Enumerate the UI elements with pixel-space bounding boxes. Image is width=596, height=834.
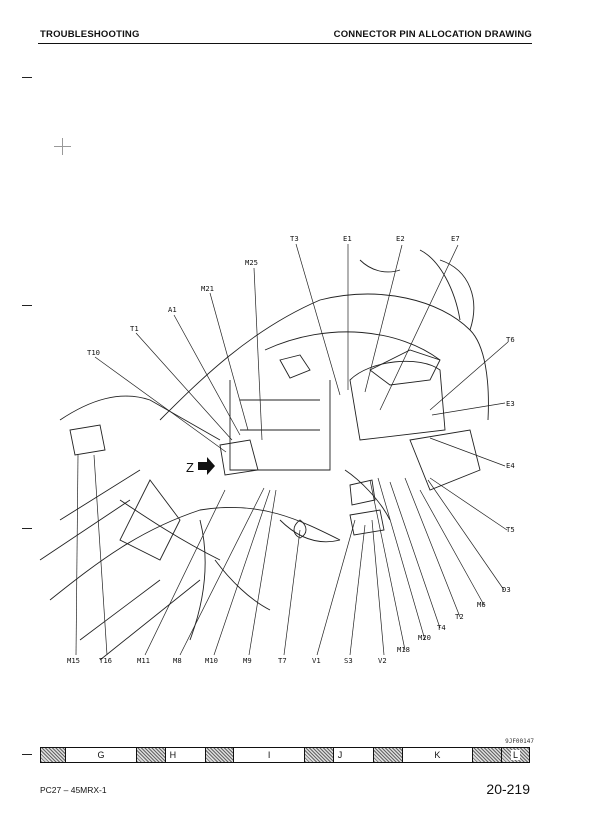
- margin-mark: [22, 528, 32, 529]
- view-arrow-icon: Z: [186, 457, 215, 475]
- connector-label: M15: [67, 656, 80, 665]
- connector-label: T3: [290, 234, 299, 243]
- connector-label: T7: [278, 656, 287, 665]
- grid-cell-hatched: [135, 748, 165, 762]
- registration-crosshair: [54, 138, 71, 155]
- grid-cell: G: [65, 748, 135, 762]
- connector-label: M21: [201, 284, 214, 293]
- connector-label: T1: [130, 324, 139, 333]
- grid-cell-hatched: [303, 748, 333, 762]
- margin-mark: [22, 77, 32, 78]
- connector-label: V1: [312, 656, 321, 665]
- model-number: PC27 – 45MRX-1: [40, 785, 107, 795]
- margin-mark: [22, 305, 32, 306]
- bottom-labels: M15 T16 M11 M8 M10 M9 T7 V1 S3 V2: [67, 656, 387, 665]
- connector-label: E3: [506, 399, 515, 408]
- connector-label: T10: [87, 348, 100, 357]
- grid-cell: K: [401, 748, 472, 762]
- connector-label: M6: [477, 600, 486, 609]
- section-title: TROUBLESHOOTING: [40, 29, 140, 40]
- margin-mark: [22, 754, 32, 755]
- grid-cell: H: [164, 748, 205, 762]
- grid-cell-hatched: [472, 748, 501, 762]
- connector-label: M8: [173, 656, 182, 665]
- connector-label: M11: [137, 656, 150, 665]
- connector-label: M20: [418, 633, 431, 642]
- connector-label: D3: [502, 585, 511, 594]
- connector-label: E1: [343, 234, 352, 243]
- connector-label: E7: [451, 234, 460, 243]
- connector-label: S3: [344, 656, 353, 665]
- top-labels: T3 E1 E2 E7 M25 M21 A1 T1 T10 T6 E3 E4 T…: [87, 234, 515, 654]
- connector-label: M9: [243, 656, 252, 665]
- connector-label: T4: [437, 623, 446, 632]
- view-label: Z: [186, 460, 194, 475]
- drawing-title: CONNECTOR PIN ALLOCATION DRAWING: [333, 29, 532, 40]
- connector-label: V2: [378, 656, 387, 665]
- grid-cell-hatched: [372, 748, 402, 762]
- page-number: 20-219: [486, 781, 530, 797]
- machine-outline: [39, 249, 489, 661]
- grid-cell-hatched: [40, 748, 66, 762]
- connector-label: T6: [506, 335, 515, 344]
- connector-label: T16: [99, 656, 112, 665]
- connector-label: M10: [205, 656, 218, 665]
- connector-label: E4: [506, 461, 515, 470]
- connector-label: M18: [397, 645, 410, 654]
- grid-cell: L: [500, 748, 530, 762]
- grid-cell-hatched: [204, 748, 234, 762]
- leader-lines: [75, 243, 509, 656]
- connector-label: T2: [455, 612, 464, 621]
- grid-cell: J: [332, 748, 373, 762]
- connector-label: M25: [245, 258, 258, 267]
- grid-cell: I: [233, 748, 303, 762]
- header-rule: [38, 43, 532, 44]
- connector-label: E2: [396, 234, 405, 243]
- connector-label: T5: [506, 525, 515, 534]
- connector-label: A1: [168, 305, 177, 314]
- figure-code: 9JF00147: [505, 738, 534, 745]
- grid-reference-bar: G H I J K L: [40, 747, 530, 763]
